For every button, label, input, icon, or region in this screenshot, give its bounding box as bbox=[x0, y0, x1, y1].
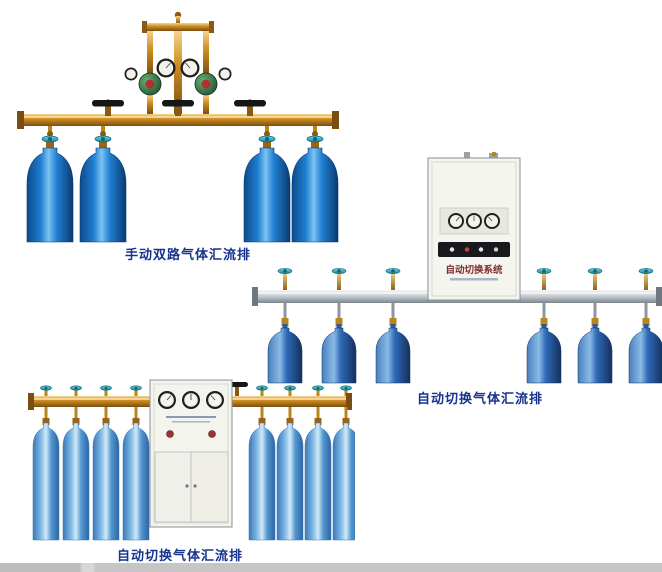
gas-cylinder bbox=[122, 406, 150, 541]
manual-dual-manifold-illustration bbox=[17, 11, 339, 243]
cabinet-button bbox=[208, 430, 216, 438]
door-handle bbox=[193, 484, 197, 488]
gas-cylinder bbox=[248, 406, 276, 541]
gas-cylinder bbox=[332, 406, 355, 541]
valve-handwheel-icon bbox=[162, 99, 194, 116]
gas-cylinder bbox=[526, 302, 562, 384]
gas-cylinder bbox=[304, 406, 332, 541]
indicator-light bbox=[464, 247, 470, 252]
cabinet-door bbox=[190, 451, 229, 523]
pipe-end-cap bbox=[252, 287, 258, 306]
cabinet-door bbox=[154, 451, 192, 523]
indicator-light bbox=[493, 247, 499, 252]
pressure-gauge-icon bbox=[182, 391, 200, 409]
control-cabinet bbox=[149, 379, 233, 528]
auto-switch-manifold-illustration: 自动切换系统 bbox=[252, 152, 662, 384]
gas-cylinder bbox=[628, 302, 662, 384]
pressure-gauge-icon bbox=[466, 213, 482, 229]
valve-handwheel-icon bbox=[536, 267, 552, 292]
product-caption: 自动切换气体汇流排 bbox=[416, 391, 543, 406]
gas-cylinder bbox=[92, 406, 120, 541]
pipe-end-cap bbox=[346, 393, 352, 410]
pressure-gauge-icon bbox=[206, 391, 224, 409]
product-auto-switch-manifold-floor: 自动切换气体汇流排 bbox=[20, 374, 355, 566]
cabinet-text-line bbox=[172, 421, 210, 423]
indicator-light bbox=[449, 247, 455, 252]
valve-handwheel-icon bbox=[587, 267, 603, 292]
door-handle bbox=[185, 484, 189, 488]
product-caption: 自动切换气体汇流排 bbox=[116, 548, 243, 563]
gas-cylinder bbox=[276, 406, 304, 541]
pipe-end-cap bbox=[17, 111, 24, 129]
cabinet-label: 自动切换系统 bbox=[445, 264, 503, 276]
product-auto-switch-manifold-cabinet: 自动切换系统 自动切换气体汇流排 bbox=[250, 152, 662, 406]
gas-cylinder bbox=[62, 406, 90, 541]
gas-cylinder bbox=[26, 125, 74, 243]
cabinet-subtitle-line bbox=[450, 278, 498, 281]
valve-handwheel-icon bbox=[638, 267, 654, 292]
pressure-gauge-icon bbox=[484, 213, 500, 229]
pressure-gauge-icon bbox=[124, 67, 138, 81]
valve-handwheel-icon bbox=[385, 267, 401, 292]
indicator-panel bbox=[438, 242, 510, 257]
gas-cylinder bbox=[375, 302, 411, 384]
cabinet-top-fitting bbox=[464, 152, 470, 159]
valve-handwheel-icon bbox=[277, 267, 293, 292]
regulator-assembly bbox=[124, 11, 232, 114]
product-manual-dual-manifold: 手动双路气体汇流排 bbox=[8, 8, 348, 264]
gas-cylinder bbox=[577, 302, 613, 384]
product-caption: 手动双路气体汇流排 bbox=[124, 247, 251, 262]
valve-handwheel-icon bbox=[234, 99, 266, 116]
auto-switch-manifold-floor-illustration bbox=[28, 379, 355, 541]
pressure-gauge-icon bbox=[448, 213, 464, 229]
page-bottom-strip bbox=[0, 563, 662, 572]
pressure-gauge-icon bbox=[180, 58, 200, 78]
indicator-light bbox=[478, 247, 484, 252]
cabinet-text-line bbox=[166, 416, 216, 418]
pipe-end-cap bbox=[656, 287, 662, 306]
manifold-pipe bbox=[17, 111, 339, 129]
control-cabinet: 自动切换系统 bbox=[427, 152, 521, 301]
pressure-gauge-icon bbox=[218, 67, 232, 81]
gas-cylinder bbox=[267, 302, 303, 384]
pipe-end-cap bbox=[28, 393, 34, 410]
pressure-gauge-icon bbox=[158, 391, 176, 409]
gas-cylinder bbox=[321, 302, 357, 384]
gas-cylinder bbox=[79, 125, 127, 243]
cabinet-button bbox=[166, 430, 174, 438]
gas-cylinder bbox=[32, 406, 60, 541]
valve-handwheel-icon bbox=[92, 99, 124, 116]
pipe-end-cap bbox=[332, 111, 339, 129]
valve-handwheel-icon bbox=[331, 267, 347, 292]
pressure-gauge-icon bbox=[156, 58, 176, 78]
